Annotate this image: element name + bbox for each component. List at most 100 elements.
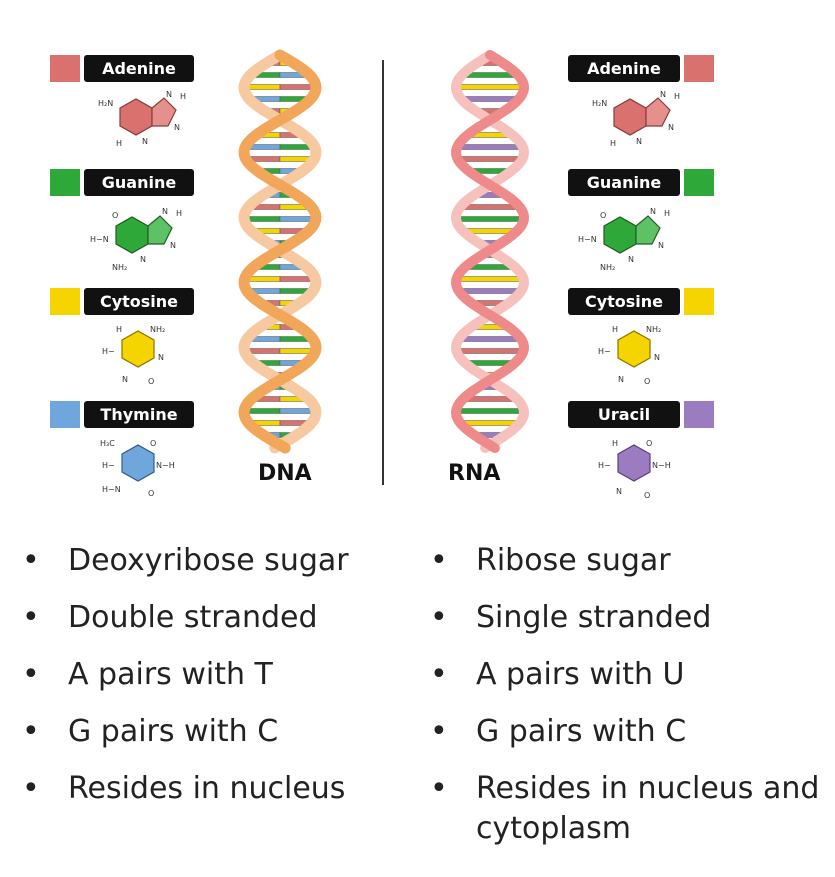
svg-text:O: O	[644, 377, 650, 386]
rna-guanine-molecule-icon: O H−N N H N NH₂ N	[578, 207, 670, 272]
svg-text:O: O	[148, 489, 154, 498]
dna-property-item: •Double stranded	[22, 598, 382, 638]
svg-text:O: O	[112, 211, 118, 220]
svg-text:N: N	[668, 123, 674, 132]
dna-backbone-strand-1	[238, 49, 322, 454]
svg-text:N: N	[618, 375, 624, 384]
svg-text:O: O	[646, 439, 652, 448]
rna-property-text: Single stranded	[476, 600, 712, 635]
rna-guanine-swatch	[684, 169, 714, 196]
rna-property-item: •A pairs with U	[430, 655, 835, 695]
svg-text:N: N	[170, 241, 176, 250]
svg-text:H−N: H−N	[102, 485, 121, 494]
rna-base-bar	[460, 420, 520, 426]
svg-text:H₂N: H₂N	[592, 99, 607, 108]
svg-text:N: N	[660, 90, 666, 99]
svg-text:NH₂: NH₂	[112, 263, 127, 272]
svg-text:H−N: H−N	[578, 235, 597, 244]
rna-backbone-front	[450, 50, 530, 453]
dna-property-item: •Deoxyribose sugar	[22, 541, 382, 581]
rna-property-text: Resides in nucleus and cytoplasm	[476, 771, 820, 846]
bullet-icon: •	[430, 543, 448, 578]
dna-property-text: Resides in nucleus	[68, 771, 346, 806]
rna-cytosine-molecule-icon: H NH₂ H− N N O	[598, 325, 661, 386]
center-divider	[382, 60, 384, 485]
svg-text:N: N	[616, 487, 622, 496]
svg-text:NH₂: NH₂	[600, 263, 615, 272]
svg-text:O: O	[150, 439, 156, 448]
rna-adenine-swatch	[684, 55, 714, 82]
rna-adenine-molecule-icon: H₂N N H N H N	[592, 90, 680, 148]
rna-title: RNA	[448, 461, 501, 486]
dna-property-text: G pairs with C	[68, 714, 279, 749]
rna-base-bar	[456, 276, 524, 282]
rna-guanine-label: Guanine	[568, 169, 680, 196]
svg-text:H−: H−	[598, 347, 611, 356]
svg-text:H: H	[612, 439, 618, 448]
thymine-label: Thymine	[84, 401, 194, 428]
svg-text:H: H	[664, 209, 670, 218]
rna-property-text: A pairs with U	[476, 657, 685, 692]
dna-property-item: • A pairs with T	[22, 655, 382, 695]
bullet-icon: •	[22, 657, 40, 692]
svg-text:H: H	[612, 325, 618, 334]
svg-text:NH₂: NH₂	[646, 325, 661, 334]
bullet-icon: •	[22, 771, 40, 806]
rna-single-helix	[450, 50, 530, 453]
svg-text:N: N	[140, 255, 146, 264]
rna-base-bar	[458, 336, 522, 342]
rna-properties-list: •Ribose sugar•Single stranded•A pairs wi…	[430, 541, 835, 866]
rna-base-bar	[460, 204, 520, 210]
svg-text:O: O	[644, 491, 650, 500]
rna-base-bar	[455, 84, 525, 90]
rna-cytosine-swatch	[684, 288, 714, 315]
rna-base-bar	[455, 216, 525, 222]
svg-text:O: O	[148, 377, 154, 386]
guanine-molecule-icon: O H−N N H N NH₂ N	[90, 207, 182, 272]
svg-text:N: N	[658, 241, 664, 250]
rna-uracil-label: Uracil	[568, 401, 680, 428]
svg-text:H: H	[674, 92, 680, 101]
adenine-swatch	[50, 55, 80, 82]
svg-text:N: N	[122, 375, 128, 384]
dna-properties-list: •Deoxyribose sugar•Double stranded•A pai…	[22, 541, 382, 826]
rna-uracil-swatch	[684, 401, 714, 428]
rna-base-bar	[456, 348, 524, 354]
bullet-icon: •	[430, 771, 448, 806]
dna-property-text: Double stranded	[68, 600, 318, 635]
rna-property-item: •Single stranded	[430, 598, 835, 638]
dna-title: DNA	[258, 461, 312, 486]
thymine-molecule-icon: H₃C O H− N−H H−N O	[100, 439, 175, 498]
uracil-molecule-icon: H O H− N−H N O	[598, 439, 671, 500]
cytosine-label: Cytosine	[84, 288, 194, 315]
rna-adenine-label: Adenine	[568, 55, 680, 82]
rna-property-item: • Ribose sugar	[430, 541, 835, 581]
svg-text:H: H	[610, 139, 616, 148]
rna-property-text: G pairs with C	[476, 714, 687, 749]
svg-text:H−: H−	[102, 347, 115, 356]
svg-text:H−N: H−N	[90, 235, 109, 244]
svg-text:H−: H−	[102, 461, 115, 470]
svg-text:NH₂: NH₂	[150, 325, 165, 334]
svg-text:N: N	[142, 137, 148, 146]
svg-text:H: H	[116, 139, 122, 148]
svg-text:N: N	[650, 207, 656, 216]
svg-text:O: O	[600, 211, 606, 220]
bullet-icon: •	[22, 714, 40, 749]
guanine-swatch	[50, 169, 80, 196]
adenine-molecule-icon: H₂N N H N H N	[98, 90, 186, 148]
svg-text:N: N	[174, 123, 180, 132]
svg-text:N: N	[654, 353, 660, 362]
dna-property-text: Deoxyribose sugar	[68, 543, 349, 578]
thymine-swatch	[50, 401, 80, 428]
rna-base-bar	[455, 408, 525, 414]
svg-text:N: N	[162, 207, 168, 216]
dna-property-text: A pairs with T	[68, 657, 273, 692]
dna-property-item: • G pairs with C	[22, 712, 382, 752]
rna-property-item: • G pairs with C	[430, 712, 835, 752]
rna-base-bar	[456, 144, 524, 150]
cytosine-molecule-icon: H NH₂ H− N N O	[102, 325, 165, 386]
svg-text:H: H	[116, 325, 122, 334]
rna-property-text: Ribose sugar	[476, 543, 671, 578]
bullet-icon: •	[430, 714, 448, 749]
